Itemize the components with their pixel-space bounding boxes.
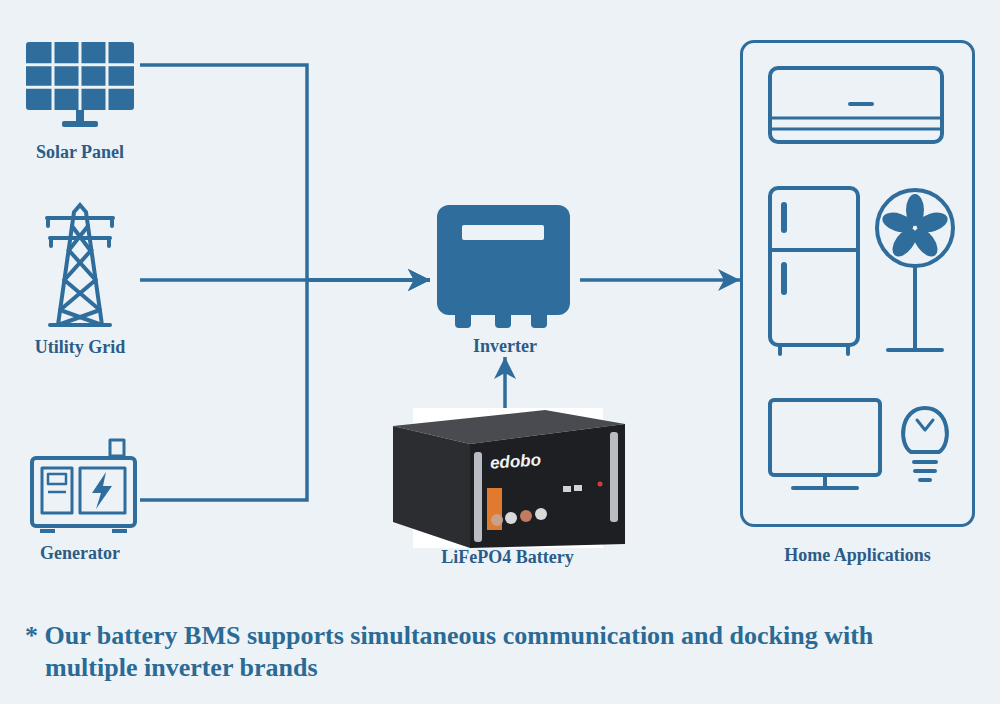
- panel-base: [62, 121, 98, 127]
- insulator: [49, 238, 53, 246]
- ac-indicator: [850, 102, 872, 106]
- flow-arrow: [140, 278, 430, 282]
- terminal: [535, 508, 547, 520]
- pylon-base: [50, 323, 110, 327]
- icon-node: Solar Panel: [20, 35, 140, 163]
- panel-line: [48, 491, 66, 494]
- fan-blade: [880, 209, 916, 236]
- grid-line: [52, 42, 55, 110]
- battery-side: [393, 426, 470, 548]
- node-label: LiFePO4 Battery: [441, 546, 573, 568]
- lattice: [69, 226, 88, 250]
- fan-blades: [880, 194, 950, 261]
- control-panel: [42, 468, 72, 513]
- footnote-caption: * Our battery BMS supports simultaneous …: [25, 620, 925, 684]
- lattice: [64, 280, 100, 310]
- comm-port: [574, 485, 582, 491]
- flow-arrow: [580, 278, 740, 282]
- terminal-cover: [487, 488, 502, 530]
- bulb-filament: [917, 420, 933, 430]
- comm-port: [563, 486, 571, 492]
- lattice: [64, 250, 91, 280]
- node-label: Solar Panel: [36, 141, 124, 163]
- panel-face: [26, 42, 134, 110]
- light-bulb: [903, 408, 947, 452]
- battery-handle: [474, 452, 482, 542]
- battery-front: [470, 424, 625, 548]
- generator-icon: [32, 440, 135, 531]
- node-label: Inverter: [473, 335, 537, 357]
- fridge-handle: [781, 205, 787, 230]
- television: [770, 400, 880, 475]
- ac-vent: [772, 128, 940, 131]
- lattice: [58, 310, 100, 325]
- engine-panel: [80, 468, 125, 513]
- panel-post: [76, 110, 84, 122]
- node-label: Generator: [40, 542, 120, 564]
- generator-foot: [40, 529, 55, 533]
- flow-arrow: [140, 280, 430, 500]
- inverter-body: [437, 205, 570, 315]
- bulb-base: [920, 478, 930, 482]
- group-outline: [740, 40, 975, 527]
- ac-vent: [772, 117, 940, 120]
- fan-pole: [913, 266, 917, 348]
- display: [48, 474, 66, 484]
- icon-node: Utility Grid: [20, 200, 140, 358]
- lattice: [69, 250, 96, 280]
- icon-node: LiFePO4 Battery: [385, 408, 630, 568]
- pylon-arm: [47, 216, 113, 220]
- insulator: [110, 218, 114, 226]
- fridge-divider: [770, 248, 858, 252]
- battery-handle: [610, 432, 618, 522]
- terminal: [520, 510, 532, 522]
- lightning-bolt: [92, 472, 112, 509]
- tv-neck: [823, 475, 827, 486]
- battery-photo: [393, 408, 625, 548]
- pylon-icon: [47, 205, 113, 325]
- inverter-display: [462, 225, 544, 240]
- panel-grid: [26, 42, 134, 110]
- insulator: [107, 238, 111, 246]
- icon-node: Generator: [20, 435, 140, 564]
- grid-line: [79, 42, 82, 110]
- fan-guard: [877, 190, 953, 266]
- icon-node: Inverter: [430, 200, 580, 357]
- insulator: [46, 218, 50, 226]
- grid-line: [26, 63, 134, 66]
- grid-line: [26, 86, 134, 89]
- appliance-icons: [770, 68, 953, 488]
- solar-panel-icon: [26, 42, 134, 127]
- fridge-foot: [846, 345, 850, 354]
- generator-body: [32, 458, 135, 526]
- grid-line: [106, 42, 109, 110]
- bulb-base: [914, 460, 936, 464]
- pylon-legs: [58, 205, 102, 325]
- terminal: [505, 512, 517, 524]
- generator-foot: [112, 529, 127, 533]
- fridge-foot: [778, 345, 782, 354]
- brand-label: edobo: [489, 450, 541, 474]
- terminal: [491, 514, 503, 526]
- lattice: [60, 280, 96, 310]
- fan-base: [888, 348, 942, 352]
- flow-arrow: [503, 357, 507, 408]
- group-box: Home Applications: [740, 40, 975, 566]
- node-label: Home Applications: [784, 544, 931, 566]
- exhaust: [110, 440, 124, 456]
- inverter-icon: [437, 205, 570, 328]
- tv-base: [793, 486, 857, 490]
- flow-arrow: [140, 65, 430, 280]
- fridge-handle: [781, 265, 787, 292]
- refrigerator: [770, 188, 858, 345]
- node-label: Utility Grid: [35, 336, 126, 358]
- air-conditioner: [770, 68, 942, 142]
- bulb-base: [915, 469, 935, 473]
- status-led: [598, 482, 603, 487]
